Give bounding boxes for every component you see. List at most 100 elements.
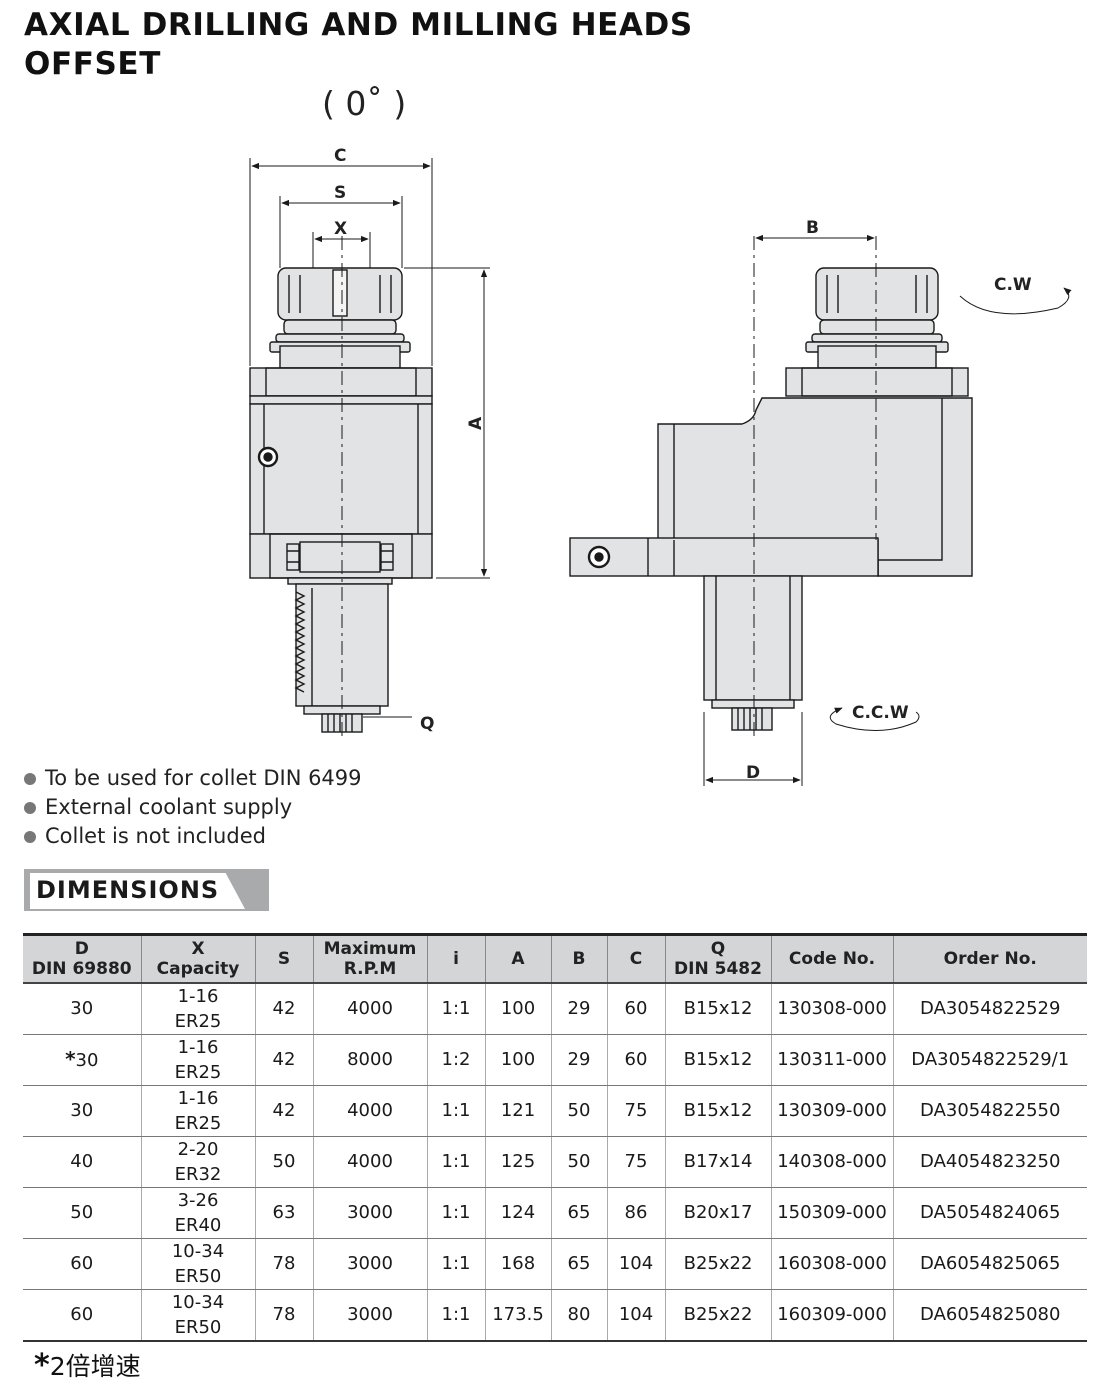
footnote-text: 2倍增速	[49, 1352, 141, 1381]
cell-d: 40	[23, 1136, 141, 1188]
feature-item: To be used for collet DIN 6499	[24, 764, 362, 793]
dim-label-d: D	[746, 763, 760, 783]
cell-q: B25x22	[664, 1289, 771, 1342]
star-icon: *	[65, 1047, 76, 1071]
cell-c: 104	[606, 1289, 665, 1342]
cell-i: 1:1	[426, 1136, 485, 1188]
cell-d: 50	[23, 1187, 141, 1239]
cell-b: 65	[550, 1238, 607, 1290]
cell-d: 30	[23, 983, 141, 1035]
cell-rpm: 4000	[312, 983, 427, 1035]
cell-b: 80	[550, 1289, 607, 1342]
bullet-icon	[24, 830, 36, 843]
cell-b: 50	[550, 1085, 607, 1137]
cell-b: 29	[550, 1034, 607, 1086]
cell-q: B20x17	[664, 1187, 771, 1239]
column-header: C	[606, 934, 665, 983]
cell-s: 42	[254, 1085, 313, 1137]
dim-label-b: B	[806, 218, 819, 238]
cell-a: 125	[484, 1136, 551, 1188]
cell-c: 60	[606, 1034, 665, 1086]
cell-code: 130309-000	[770, 1085, 893, 1137]
dimensions-heading: DIMENSIONS	[24, 869, 269, 911]
column-header: Code No.	[770, 934, 893, 983]
column-header: S	[254, 934, 313, 983]
rotation-label-ccw: C.C.W	[852, 703, 909, 723]
cell-c: 60	[606, 983, 665, 1035]
cell-order: DA3054822529/1	[892, 1034, 1087, 1086]
cell-d: 60	[23, 1238, 141, 1290]
title-line-1: AXIAL DRILLING AND MILLING HEADS	[24, 7, 693, 43]
cell-d: *30	[23, 1034, 141, 1086]
dim-label-a: A	[466, 416, 486, 430]
cell-order: DA6054825065	[892, 1238, 1087, 1290]
cell-b: 29	[550, 983, 607, 1035]
cell-rpm: 3000	[312, 1187, 427, 1239]
cell-c: 104	[606, 1238, 665, 1290]
cell-a: 168	[484, 1238, 551, 1290]
cell-code: 130308-000	[770, 983, 893, 1035]
cell-a: 124	[484, 1187, 551, 1239]
column-header: B	[550, 934, 607, 983]
front-view	[249, 267, 433, 733]
cell-d: 30	[23, 1085, 141, 1137]
cell-c: 75	[606, 1085, 665, 1137]
technical-drawing: C S X A Q B D C.W C.C.W	[249, 146, 1072, 786]
cell-q: B15x12	[664, 1085, 771, 1137]
cell-i: 1:2	[426, 1034, 485, 1086]
star-icon: *	[34, 1348, 50, 1383]
cell-code: 150309-000	[770, 1187, 893, 1239]
bullet-icon	[24, 772, 36, 785]
cell-q: B15x12	[664, 1034, 771, 1086]
angle-label: ( 0˚ )	[322, 84, 407, 123]
dim-label-q: Q	[420, 714, 434, 734]
cell-order: DA4054823250	[892, 1136, 1087, 1188]
cell-code: 160308-000	[770, 1238, 893, 1290]
column-header: A	[484, 934, 551, 983]
dim-label-s: S	[334, 183, 346, 203]
cell-rpm: 3000	[312, 1289, 427, 1342]
cell-s: 42	[254, 1034, 313, 1086]
cell-order: DA3054822529	[892, 983, 1087, 1035]
cell-i: 1:1	[426, 1085, 485, 1137]
dim-label-c: C	[334, 146, 346, 166]
rotation-label-cw: C.W	[994, 275, 1032, 295]
cell-order: DA5054824065	[892, 1187, 1087, 1239]
cell-a: 100	[484, 1034, 551, 1086]
column-header: Order No.	[892, 934, 1087, 983]
cell-b: 50	[550, 1136, 607, 1188]
cell-rpm: 4000	[312, 1085, 427, 1137]
cell-b: 65	[550, 1187, 607, 1239]
cell-rpm: 4000	[312, 1136, 427, 1188]
cell-s: 78	[254, 1238, 313, 1290]
cell-rpm: 8000	[312, 1034, 427, 1086]
cell-a: 173.5	[484, 1289, 551, 1342]
cell-code: 160309-000	[770, 1289, 893, 1342]
cell-order: DA6054825080	[892, 1289, 1087, 1342]
cell-s: 63	[254, 1187, 313, 1239]
cell-i: 1:1	[426, 1289, 485, 1342]
cell-i: 1:1	[426, 1187, 485, 1239]
cell-q: B15x12	[664, 983, 771, 1035]
cell-code: 130311-000	[770, 1034, 893, 1086]
column-header: i	[426, 934, 485, 983]
feature-item: External coolant supply	[24, 793, 362, 822]
cell-q: B17x14	[664, 1136, 771, 1188]
cell-order: DA3054822550	[892, 1085, 1087, 1137]
